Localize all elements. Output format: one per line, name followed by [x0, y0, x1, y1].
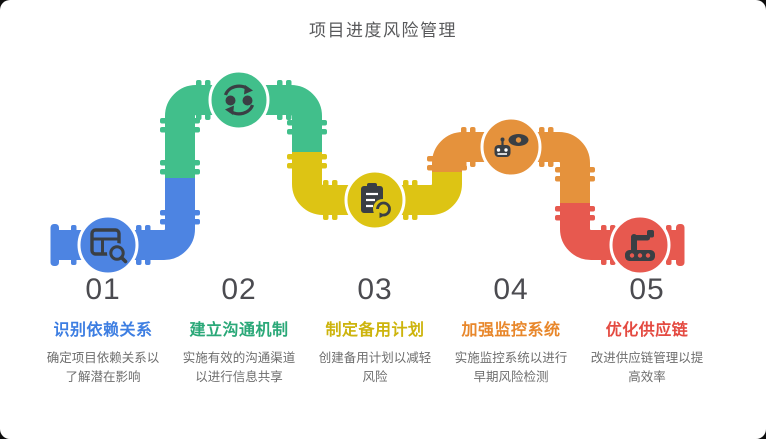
- step-title: 优化供应链: [605, 322, 689, 339]
- people-sync-icon: [223, 84, 255, 116]
- step-2: 02 建立沟通机制 实施有效的沟通渠道以进行信息共享: [171, 273, 307, 388]
- step-number: 04: [493, 273, 529, 306]
- clipboard-refresh-icon: [361, 183, 393, 219]
- pipe-flanges-green: [160, 80, 327, 175]
- step-1: 01 识别依赖关系 确定项目依赖关系以了解潜在影响: [35, 273, 171, 388]
- robot-arm-icon: [625, 230, 655, 261]
- pipe-segment-blue: [58, 178, 195, 260]
- step-number: 01: [85, 273, 121, 306]
- pipe-flanges-orange: [427, 127, 595, 182]
- step-description: 确定项目依赖关系以了解潜在影响: [46, 351, 160, 385]
- pipe-flanges-blue: [50, 210, 200, 266]
- eye-robot-icon: [494, 134, 529, 157]
- step-circle-4: [480, 116, 542, 178]
- step-4: 04 加强监控系统 实施监控系统以进行早期风险检测: [443, 273, 579, 388]
- step-description: 实施有效的沟通渠道以进行信息共享: [182, 351, 296, 385]
- step-number: 05: [629, 273, 665, 306]
- step-number: 02: [221, 273, 257, 306]
- step-title: 制定备用计划: [325, 322, 425, 339]
- steps-row: 01 识别依赖关系 确定项目依赖关系以了解潜在影响 02 建立沟通机制 实施有效…: [35, 273, 715, 388]
- step-title: 识别依赖关系: [53, 322, 153, 339]
- pipe-flanges-yellow: [287, 154, 418, 220]
- step-5: 05 优化供应链 改进供应链管理以提高效率: [579, 273, 715, 388]
- table-search-icon: [90, 228, 128, 264]
- step-circle-2: [208, 69, 270, 131]
- step-description: 改进供应链管理以提高效率: [590, 351, 704, 385]
- step-title: 建立沟通机制: [189, 322, 289, 339]
- step-number: 03: [357, 273, 393, 306]
- step-description: 创建备用计划以减轻风险: [318, 351, 432, 385]
- step-circle-1: [77, 214, 139, 276]
- step-description: 实施监控系统以进行早期风险检测: [454, 351, 568, 385]
- page-title: 项目进度风险管理: [309, 21, 457, 40]
- step-title: 加强监控系统: [461, 322, 561, 339]
- step-3: 03 制定备用计划 创建备用计划以减轻风险: [307, 273, 443, 388]
- step-circle-5: [609, 214, 671, 276]
- pipe-segment-red: [560, 203, 678, 260]
